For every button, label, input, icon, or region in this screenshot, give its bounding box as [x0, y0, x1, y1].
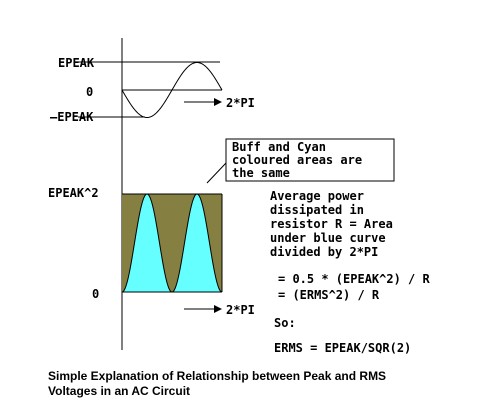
epeak-sq-label: EPEAK^2	[48, 186, 99, 200]
caption-line-1: Simple Explanation of Relationship betwe…	[48, 369, 386, 383]
callout-pointer	[206, 162, 227, 184]
explanation-line-2: dissipated in	[270, 203, 364, 217]
so-label: So:	[274, 316, 296, 330]
equation-line-1: = 0.5 * (EPEAK^2) / R	[278, 272, 430, 286]
explanation-line-3: resistor R = Area	[270, 217, 393, 231]
callout-line-1: Buff and Cyan	[232, 140, 326, 154]
explanation-line-1: Average power	[270, 189, 364, 203]
epeak-label: EPEAK	[58, 56, 95, 70]
bottom-arrow-head-icon	[214, 305, 222, 313]
two-pi-top-label: 2*PI	[226, 96, 255, 110]
result-line: ERMS = EPEAK/SQR(2)	[274, 341, 411, 355]
explanation-line-4: under blue curve	[270, 231, 386, 245]
explanation-line-5: divided by 2*PI	[270, 245, 378, 259]
two-pi-bottom-label: 2*PI	[226, 303, 255, 317]
caption-line-2: Voltages in an AC Circuit	[48, 384, 190, 398]
zero-top-label: 0	[86, 85, 93, 99]
callout-box	[225, 138, 395, 182]
zero-bottom-label: 0	[92, 287, 99, 301]
callout-line-3: the same	[232, 166, 290, 180]
sine-wave	[121, 61, 223, 119]
neg-epeak-label: —EPEAK	[50, 110, 94, 124]
top-arrow-head-icon	[214, 98, 222, 106]
equation-line-2: = (ERMS^2) / R	[278, 288, 380, 302]
callout-line-2: coloured areas are	[232, 153, 362, 167]
